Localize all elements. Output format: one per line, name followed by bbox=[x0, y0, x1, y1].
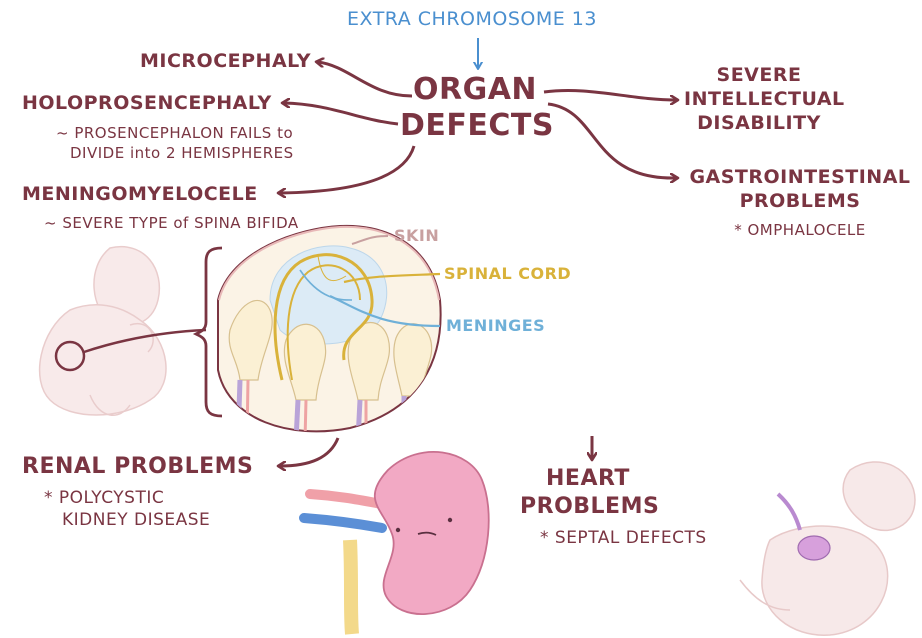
renal-sub-1: * POLYCYSTIC bbox=[44, 488, 165, 508]
gi-sub-omphalocele: * OMPHALOCELE bbox=[734, 221, 866, 239]
label-skin: SKIN bbox=[394, 226, 440, 245]
label-intellectual-1: SEVERE bbox=[716, 64, 802, 86]
arrow-to-microcephaly bbox=[318, 62, 413, 98]
center-organ: ORGAN bbox=[412, 72, 538, 107]
label-gi-problems: PROBLEMS bbox=[739, 190, 861, 212]
lesion-highlight-circle bbox=[54, 340, 86, 372]
skin-pointer bbox=[351, 235, 389, 245]
label-renal-problems: RENAL PROBLEMS bbox=[22, 454, 254, 479]
spinal-cord-pointer bbox=[343, 272, 441, 284]
label-heart: HEART bbox=[546, 466, 630, 491]
omphalocele-illustration bbox=[776, 492, 831, 561]
kidney-illustration bbox=[299, 450, 490, 635]
label-meningomyelocele: MENINGOMYELOCELE bbox=[22, 183, 258, 205]
label-spinal-cord: SPINAL CORD bbox=[444, 264, 572, 283]
holo-sub-1: ~ PROSENCEPHALON FAILS to bbox=[56, 124, 294, 142]
header-extra-chromosome: EXTRA CHROMOSOME 13 bbox=[347, 8, 597, 30]
arrow-to-renal bbox=[280, 437, 340, 466]
label-microcephaly: MICROCEPHALY bbox=[140, 50, 312, 72]
label-gastrointestinal: GASTROINTESTINAL bbox=[689, 166, 911, 188]
label-meninges: MENINGES bbox=[446, 316, 546, 335]
spine-cross-section bbox=[217, 224, 442, 433]
center-defects: DEFECTS bbox=[400, 108, 554, 143]
label-heart-problems: PROBLEMS bbox=[520, 494, 660, 519]
label-intellectual-2: INTELLECTUAL bbox=[684, 88, 845, 110]
arrow-to-meningomyelocele bbox=[280, 145, 416, 193]
fetus-illustration bbox=[38, 245, 167, 416]
lesion-connector-line bbox=[83, 328, 207, 354]
renal-sub-2: KIDNEY DISEASE bbox=[62, 510, 211, 530]
label-holoprosencephaly: HOLOPROSENCEPHALY bbox=[22, 92, 272, 114]
arrow-to-holoprosencephaly bbox=[284, 103, 399, 126]
arrow-to-gastrointestinal bbox=[547, 102, 676, 178]
meninges-pointer bbox=[329, 295, 441, 328]
spine-bracket bbox=[192, 246, 223, 418]
label-intellectual-3: DISABILITY bbox=[697, 112, 821, 134]
arrow-to-intellectual-disability bbox=[543, 89, 676, 100]
mening-sub: ~ SEVERE TYPE of SPINA BIFIDA bbox=[44, 214, 299, 232]
heart-sub-septal: * SEPTAL DEFECTS bbox=[540, 528, 707, 548]
holo-sub-2: DIVIDE into 2 HEMISPHERES bbox=[70, 144, 294, 162]
newborn-illustration bbox=[739, 461, 916, 636]
